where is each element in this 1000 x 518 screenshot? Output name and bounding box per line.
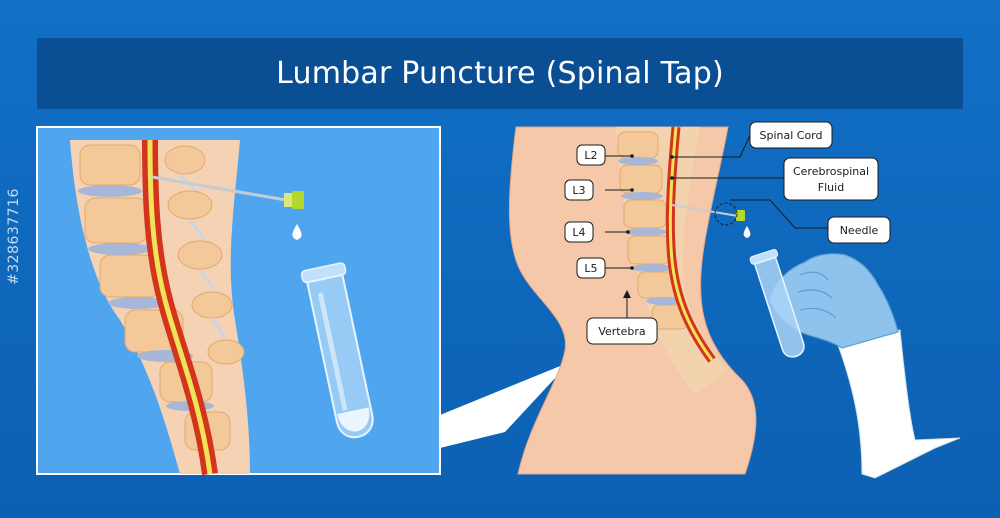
label-l4: L4 xyxy=(564,221,594,243)
label-l2-text: L2 xyxy=(584,149,597,162)
inset-csf-drop xyxy=(292,224,302,240)
needle-highlight-circle xyxy=(714,202,738,226)
label-l3-text: L3 xyxy=(572,184,585,197)
inset-test-tube xyxy=(300,262,374,439)
body-needle xyxy=(671,204,739,217)
page-title: Lumbar Puncture (Spinal Tap) xyxy=(276,56,724,91)
stock-id-watermark: #328637716 xyxy=(6,188,22,285)
label-csf-line2: Fluid xyxy=(818,181,844,194)
label-l5: L5 xyxy=(576,257,606,279)
label-l3: L3 xyxy=(564,179,594,201)
label-l4-text: L4 xyxy=(572,226,585,239)
leader-dots xyxy=(623,154,674,298)
leader-lines xyxy=(605,134,828,318)
zoom-callout-wedge xyxy=(440,362,570,448)
label-spinal-cord: Spinal Cord xyxy=(749,121,833,149)
label-needle: Needle xyxy=(827,216,891,244)
coat-sleeve xyxy=(837,329,961,479)
inset-needle-hub xyxy=(284,191,304,209)
label-needle-text: Needle xyxy=(840,224,879,237)
label-spinal-cord-text: Spinal Cord xyxy=(759,129,822,142)
inset-needle xyxy=(151,175,287,202)
body-csf-drop xyxy=(743,226,751,238)
inset-closeup xyxy=(36,126,441,476)
hand-test-tube xyxy=(749,249,805,358)
label-csf: Cerebrospinal Fluid xyxy=(783,157,879,201)
label-csf-line1: Cerebrospinal xyxy=(793,165,869,178)
label-l2: L2 xyxy=(576,144,606,166)
label-vertebra-text: Vertebra xyxy=(598,325,645,338)
label-l5-text: L5 xyxy=(584,262,597,275)
body-section xyxy=(508,126,757,475)
title-banner: Lumbar Puncture (Spinal Tap) xyxy=(37,38,963,109)
body-discs xyxy=(618,157,682,305)
body-needle-hub xyxy=(736,210,745,221)
label-vertebra: Vertebra xyxy=(586,317,658,345)
gloved-hand xyxy=(749,249,961,479)
